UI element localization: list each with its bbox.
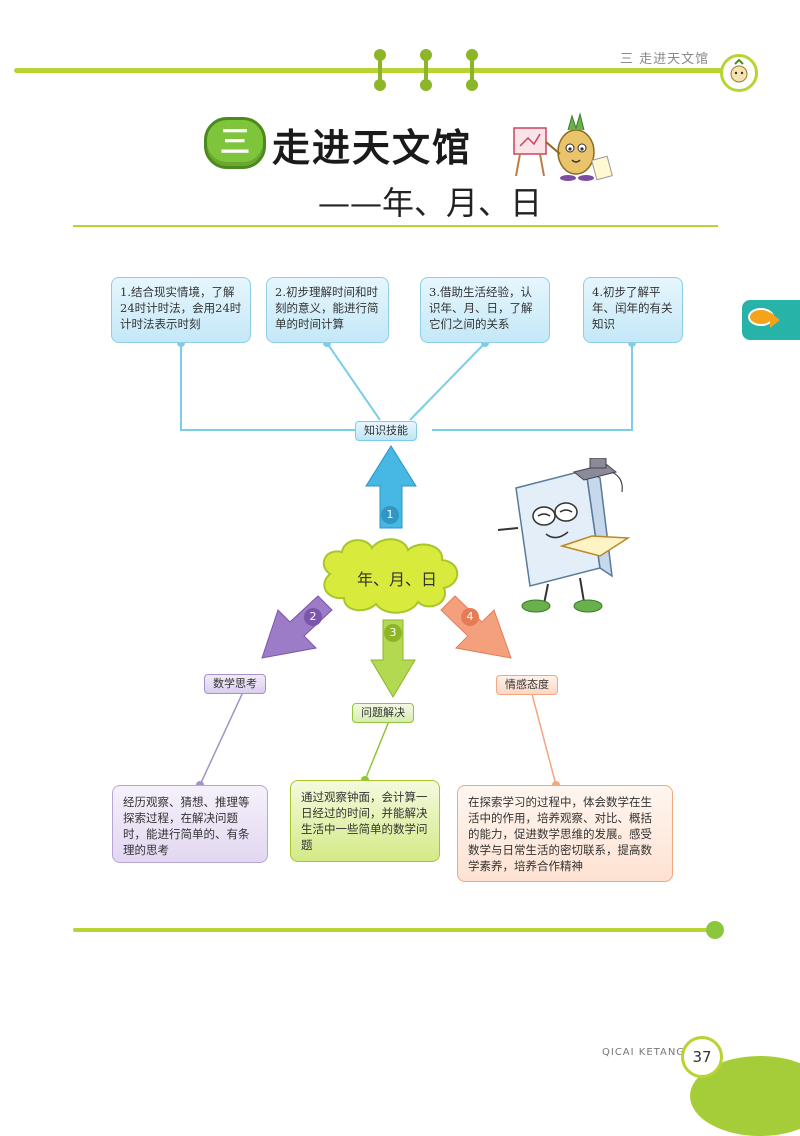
page-number: 37	[681, 1036, 723, 1078]
footer-dot	[706, 921, 724, 939]
ring-binder-pin	[420, 49, 432, 91]
center-topic-label: 年、月、日	[356, 570, 437, 589]
ring-binder-pin	[466, 49, 478, 91]
math-thinking-detail: 经历观察、猜想、推理等探索过程，在解决问题时，能进行简单的、有条理的思考	[112, 785, 268, 863]
chapter-title: 走进天文馆	[272, 126, 473, 170]
mind-map-connectors	[177, 339, 636, 789]
chapter-subtitle: ——年、月、日	[318, 184, 543, 222]
fish-tail-icon	[770, 312, 780, 328]
knowledge-skills-label: 知识技能	[355, 421, 417, 441]
arrow-number-4: 4	[461, 608, 479, 626]
footer-rule	[73, 928, 713, 932]
arrow-number-3: 3	[384, 624, 402, 642]
goal-box-2: 2.初步理解时间和时刻的意义，能进行简单的时间计算	[266, 277, 389, 343]
arrow-number-1: 1	[381, 506, 399, 524]
attitude-label: 情感态度	[496, 675, 558, 695]
book-character-illustration	[497, 458, 631, 613]
mascot-logo-icon	[720, 54, 758, 92]
goal-box-4: 4.初步了解平年、闰年的有关知识	[583, 277, 683, 343]
attitude-detail: 在探索学习的过程中，体会数学在生活中的作用，培养观察、对比、概括的能力，促进数学…	[457, 785, 673, 882]
problem-solving-label: 问题解决	[352, 703, 414, 723]
header-rule	[14, 68, 734, 73]
ring-binder-pin	[374, 49, 386, 91]
goal-box-3: 3.借助生活经验，认识年、月、日，了解它们之间的关系	[420, 277, 550, 343]
footer-brand: QICAI KETANG	[602, 1047, 686, 1058]
math-thinking-label: 数学思考	[204, 674, 266, 694]
chapter-number-badge: 三	[204, 117, 266, 169]
arrow-number-2: 2	[304, 608, 322, 626]
chapter-side-tab	[742, 300, 800, 340]
problem-solving-detail: 通过观察钟面，会计算一日经过的时间，并能解决生活中一些简单的数学问题	[290, 780, 440, 862]
goal-box-1: 1.结合现实情境，了解24时计时法，会用24时计时法表示时刻	[111, 277, 251, 343]
running-head: 三 走进天文馆	[620, 52, 710, 67]
title-rule	[73, 225, 718, 227]
pineapple-mascot-illustration	[513, 112, 613, 181]
